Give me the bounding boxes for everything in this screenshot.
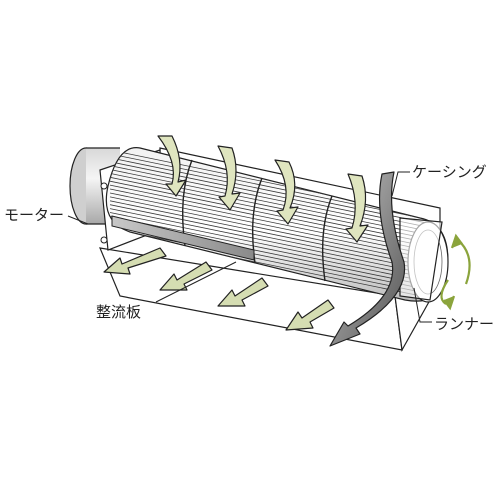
motor-label: モーター xyxy=(4,206,65,224)
inflow-arrow-2 xyxy=(217,145,241,211)
blade-line xyxy=(109,153,448,225)
outflow-arrow-3 xyxy=(217,277,269,307)
leader-line-motor xyxy=(67,215,104,225)
rotation-arrows xyxy=(440,233,471,311)
outflow-arrow-2 xyxy=(159,261,213,291)
straightening-plate xyxy=(111,215,255,261)
inflow-arrow-1 xyxy=(157,135,187,197)
runner-label: ランナー xyxy=(434,315,495,333)
leader-line-casing xyxy=(391,171,410,197)
leader-line-plate xyxy=(155,261,237,303)
casing-flow-arrow xyxy=(329,171,406,347)
outflow-arrow-4 xyxy=(285,299,335,331)
inflow-arrow-4 xyxy=(345,173,369,243)
leader-line-runner xyxy=(413,287,432,323)
inflow-arrow-3 xyxy=(274,159,299,225)
straightening-plate-label: 整流板 xyxy=(96,303,142,321)
outflow-arrow-1 xyxy=(103,247,167,275)
casing-label: ケーシング xyxy=(412,163,487,181)
